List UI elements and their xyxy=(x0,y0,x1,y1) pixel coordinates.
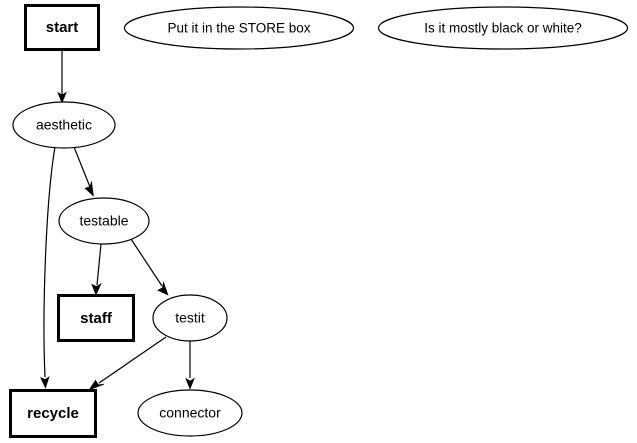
arrowhead-icon xyxy=(39,376,50,389)
edge-line xyxy=(98,336,167,384)
node-shape xyxy=(152,294,228,342)
node-shape xyxy=(377,6,629,50)
edge-testit-to-recycle[interactable] xyxy=(88,336,167,391)
node-start[interactable]: start xyxy=(24,4,100,51)
node-testit[interactable]: testit xyxy=(152,294,228,342)
node-shape xyxy=(58,197,150,245)
node-label: start xyxy=(46,19,79,36)
node-shape xyxy=(57,294,135,342)
node-blackwhite-note[interactable]: Is it mostly black or white? xyxy=(377,6,629,50)
node-label: aesthetic xyxy=(36,117,92,133)
edge-line xyxy=(96,243,102,286)
node-shape xyxy=(9,389,97,438)
arrowhead-icon xyxy=(157,281,169,296)
arrowhead-icon xyxy=(88,379,105,391)
node-connector[interactable]: connector xyxy=(137,389,243,437)
node-layer: start aesthetic testable staff testit xyxy=(9,4,629,438)
node-recycle[interactable]: recycle xyxy=(9,389,97,438)
node-label: Is it mostly black or white? xyxy=(424,21,582,36)
node-shape xyxy=(12,101,116,149)
edge-line xyxy=(130,238,163,287)
edge-line xyxy=(73,146,91,188)
node-label: staff xyxy=(80,310,113,327)
node-shape xyxy=(24,4,100,51)
node-aesthetic[interactable]: aesthetic xyxy=(12,101,116,149)
node-shape xyxy=(137,389,243,437)
edge-aesthetic-to-testable[interactable] xyxy=(73,146,94,197)
arrowhead-icon xyxy=(185,377,195,390)
edge-aesthetic-to-recycle[interactable] xyxy=(39,146,56,389)
node-store-note[interactable]: Put it in the STORE box xyxy=(123,6,355,50)
edge-testit-to-connector[interactable] xyxy=(185,341,195,390)
node-shape xyxy=(123,6,355,50)
edge-start-to-aesthetic[interactable] xyxy=(57,49,67,104)
arrowhead-icon xyxy=(91,283,102,296)
node-staff[interactable]: staff xyxy=(57,294,135,342)
node-testable[interactable]: testable xyxy=(58,197,150,245)
arrowhead-icon xyxy=(84,181,94,197)
node-label: connector xyxy=(159,405,221,421)
edge-line xyxy=(43,146,56,378)
edge-layer xyxy=(39,49,195,391)
arrowhead-icon xyxy=(57,91,67,104)
node-label: recycle xyxy=(27,405,79,422)
edge-testable-to-testit[interactable] xyxy=(130,238,169,296)
node-label: testit xyxy=(175,310,205,326)
node-label: testable xyxy=(79,213,128,229)
node-label: Put it in the STORE box xyxy=(167,21,310,36)
edge-testable-to-staff[interactable] xyxy=(91,243,102,296)
